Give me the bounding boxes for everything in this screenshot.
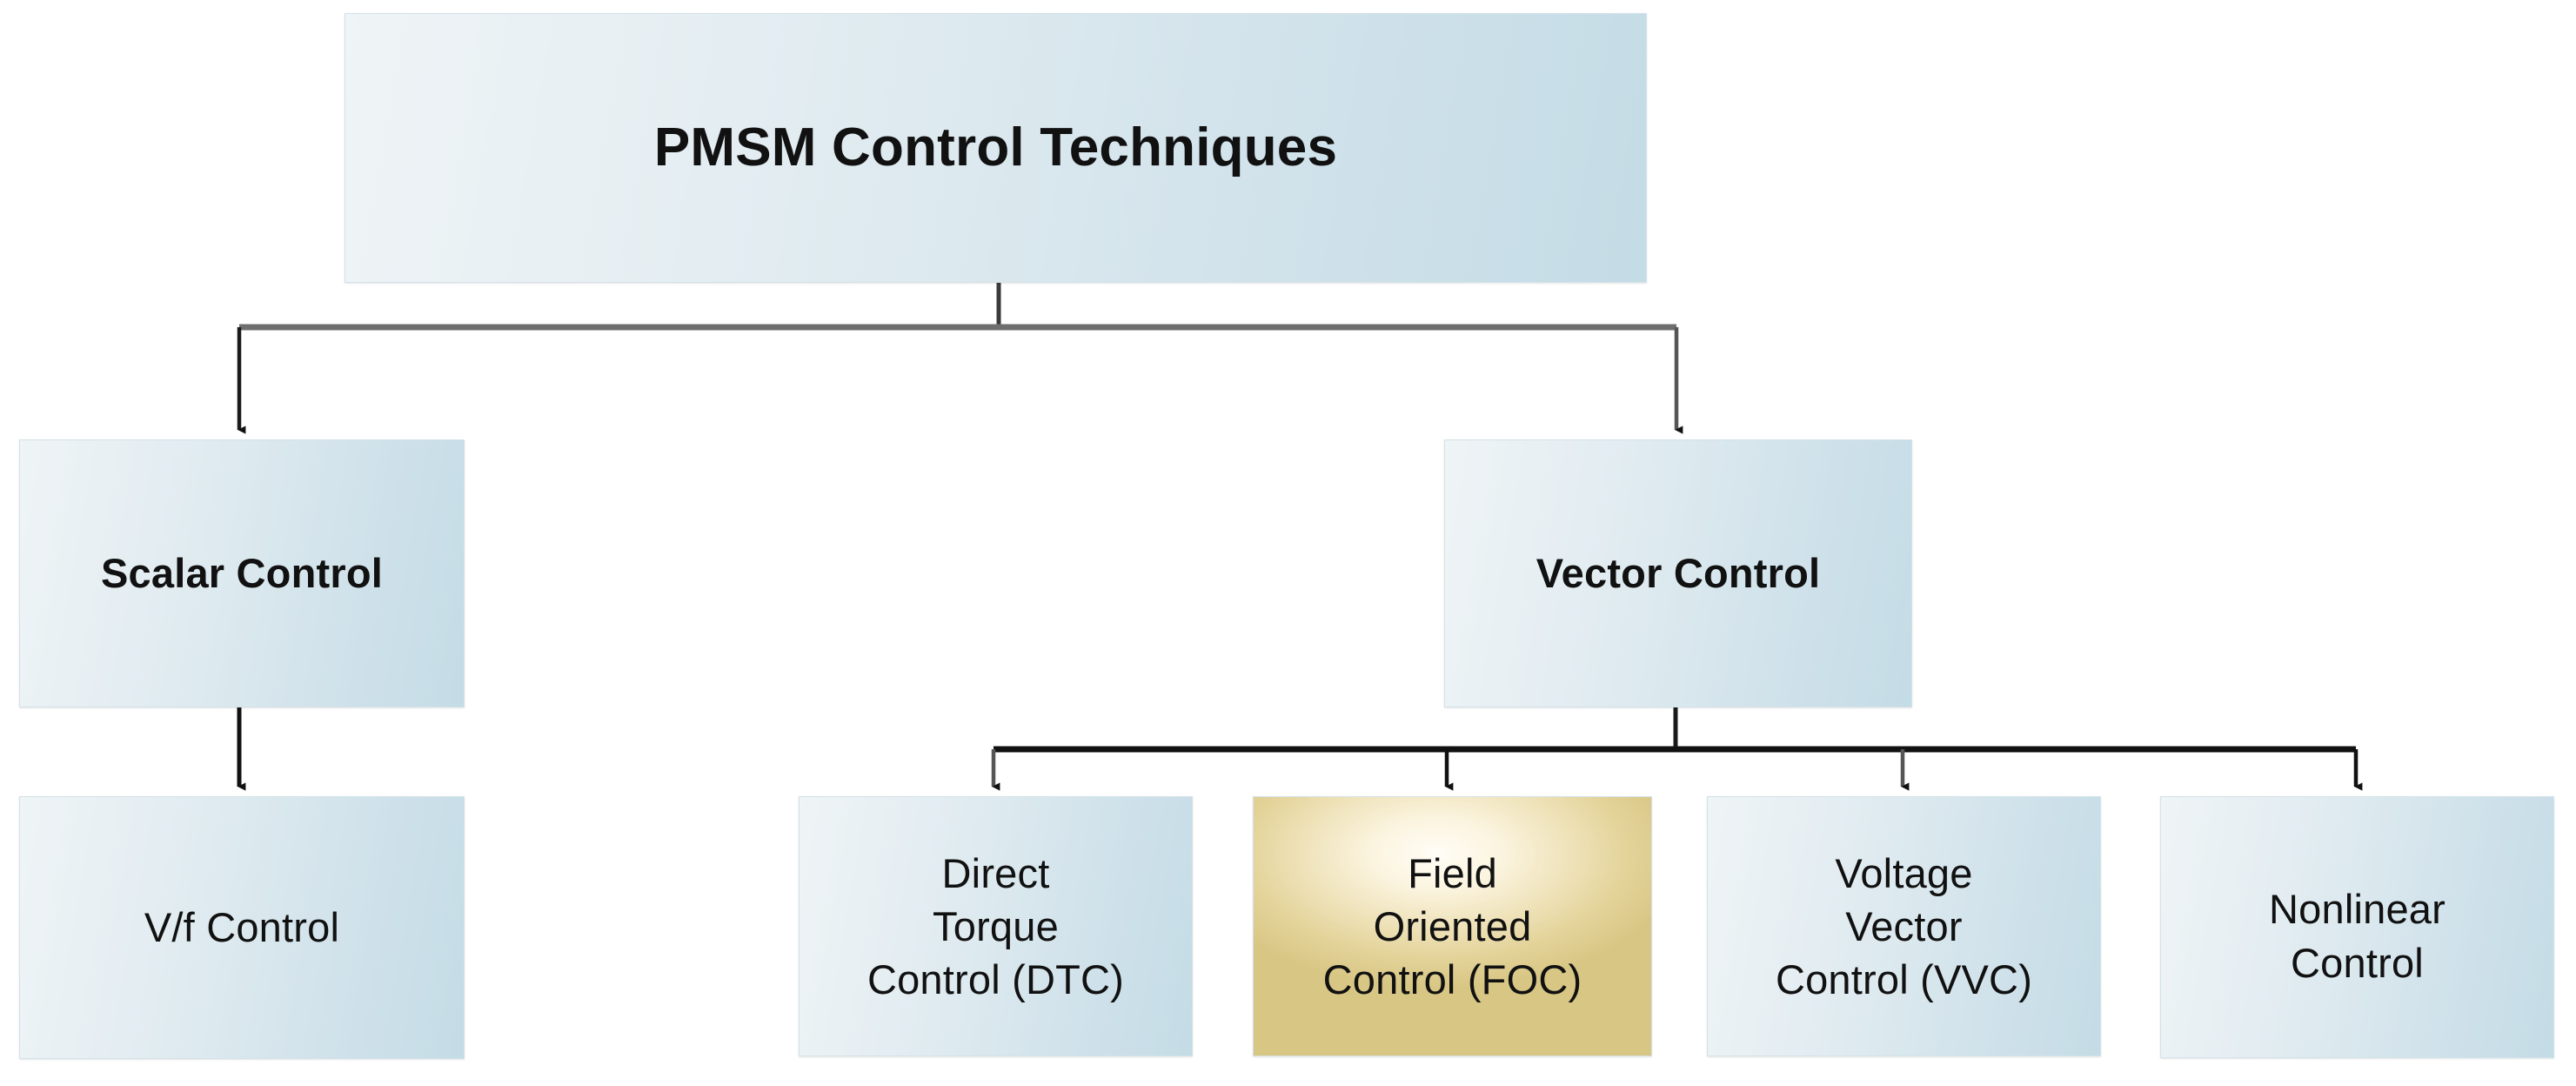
- node-label-nonlinear-line2: Control: [2291, 939, 2424, 986]
- node-scalar-control[interactable]: Scalar Control: [19, 439, 465, 707]
- node-pmsm-control-techniques[interactable]: PMSM Control Techniques: [345, 13, 1647, 283]
- node-vector-control[interactable]: Vector Control: [1444, 439, 1912, 707]
- node-label-dtc: Direct Torque Control (DTC): [800, 847, 1192, 1006]
- node-vf-control[interactable]: V/f Control: [19, 796, 465, 1059]
- node-label-scalar: Scalar Control: [100, 550, 384, 597]
- node-voltage-vector-control[interactable]: Voltage Vector Control (VVC): [1707, 796, 2101, 1056]
- node-label-dtc-line3: Control (DTC): [866, 956, 1125, 1003]
- node-label-foc-line1: Field: [1408, 849, 1497, 896]
- node-label-nonlinear: Nonlinear Control: [2161, 865, 2553, 989]
- node-label-foc: Field Oriented Control (FOC): [1254, 847, 1651, 1006]
- node-label-vvc-line1: Voltage: [1835, 849, 1973, 896]
- node-label-vvc: Voltage Vector Control (VVC): [1708, 847, 2100, 1006]
- node-label-dtc-line1: Direct: [941, 849, 1050, 896]
- node-label-vector: Vector Control: [1536, 550, 1821, 597]
- node-label-root: PMSM Control Techniques: [653, 117, 1338, 178]
- node-label-foc-line2: Oriented: [1373, 902, 1532, 949]
- edge-root-to-level1: [237, 283, 1683, 434]
- node-label-foc-line3: Control (FOC): [1322, 956, 1582, 1003]
- node-label-vvc-line3: Control (VVC): [1775, 956, 2033, 1003]
- node-label-dtc-line2: Torque: [933, 902, 1059, 949]
- node-field-oriented-control[interactable]: Field Oriented Control (FOC): [1253, 796, 1652, 1056]
- node-nonlinear-control[interactable]: Nonlinear Control: [2160, 796, 2554, 1058]
- node-label-vf: V/f Control: [144, 904, 340, 951]
- node-direct-torque-control[interactable]: Direct Torque Control (DTC): [799, 796, 1193, 1056]
- node-label-vvc-line2: Vector: [1845, 902, 1963, 949]
- edge-vector-to-children: [991, 707, 2363, 791]
- node-label-nonlinear-line1: Nonlinear: [2269, 886, 2446, 933]
